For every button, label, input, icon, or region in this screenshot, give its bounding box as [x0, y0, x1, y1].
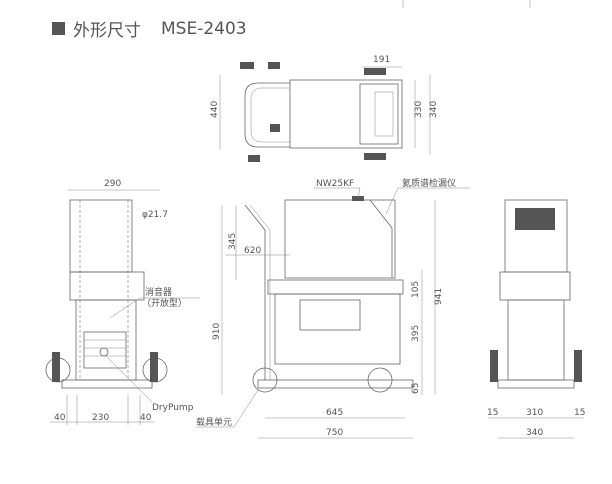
dim-340-rear: 340 — [526, 428, 543, 438]
dim-620: 620 — [244, 246, 261, 256]
label-detector: 氦质谱检漏仪 — [402, 177, 456, 189]
dim-15-left: 15 — [487, 408, 498, 418]
label-flange: NW25KF — [316, 179, 354, 189]
dim-65: 65 — [411, 383, 421, 394]
dim-395: 395 — [411, 325, 421, 342]
dim-440: 440 — [210, 101, 220, 118]
model-number: MSE-2403 — [161, 18, 247, 39]
dim-645: 645 — [326, 408, 343, 418]
label-dry-pump: DryPump — [152, 403, 194, 413]
dim-340: 340 — [429, 101, 439, 118]
bullet-square-icon — [52, 22, 65, 35]
dim-40-right: 40 — [140, 413, 152, 423]
top-view: 191 440 330 340 — [210, 55, 439, 162]
dim-750: 750 — [326, 428, 343, 438]
rear-view: 15 310 15 340 — [487, 199, 585, 439]
dim-310: 310 — [526, 408, 543, 418]
dim-345: 345 — [228, 233, 238, 250]
dim-290: 290 — [104, 179, 121, 189]
label-cart-unit: 载具单元 — [196, 416, 232, 428]
label-muffler-type: （开放型） — [142, 297, 187, 309]
label-muffler: 消音器 — [145, 286, 172, 298]
dim-40-left: 40 — [54, 413, 66, 423]
label-pipe-diameter: φ21.7 — [142, 210, 168, 220]
dim-191: 191 — [373, 55, 390, 65]
section-title: 外形尺寸 MSE-2403 — [52, 16, 247, 41]
dim-330: 330 — [414, 101, 424, 118]
front-view: 290 φ21.7 消音器 （开放型） DryPump 40 230 40 — [45, 179, 200, 425]
dim-910: 910 — [212, 323, 222, 340]
dim-15-right: 15 — [574, 408, 585, 418]
title-heading: 外形尺寸 — [73, 21, 141, 41]
side-view: NW25KF 氦质谱检漏仪 345 620 910 941 105 395 65… — [196, 177, 470, 439]
dim-941: 941 — [434, 288, 444, 305]
dim-230: 230 — [92, 413, 109, 423]
dim-105: 105 — [411, 281, 421, 298]
